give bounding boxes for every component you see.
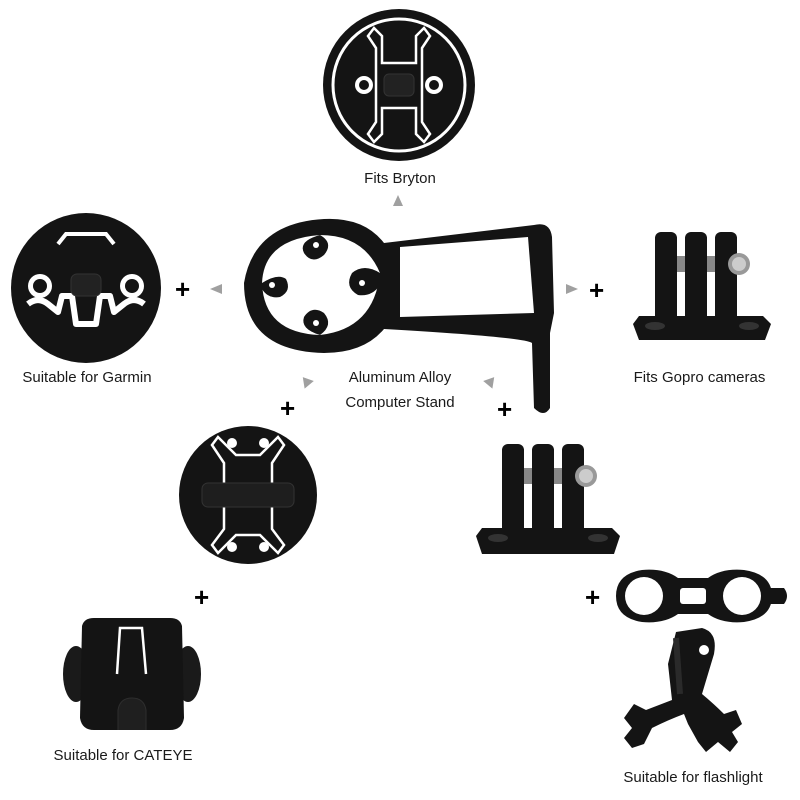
stand-label-line2: Computer Stand (345, 394, 455, 411)
arrow-left-icon (210, 284, 222, 294)
plus-icon: + (589, 275, 605, 305)
cateye-bracket-image (63, 618, 201, 730)
arrow-up-icon (393, 195, 403, 206)
bryton-label: Fits Bryton (364, 170, 436, 187)
bryton-mount-image (323, 9, 475, 161)
plus-icon: + (585, 582, 601, 612)
computer-stand-image (244, 218, 554, 413)
gopro-label: Fits Gopro cameras (633, 369, 766, 386)
cateye-label: Suitable for CATEYE (53, 747, 193, 764)
garmin-mount-image (11, 213, 161, 363)
plus-icon: + (175, 274, 191, 304)
gopro-adapter-image (633, 232, 771, 340)
gopro-adapter-2-image (476, 444, 620, 554)
cateye-adapter-disc-image (179, 426, 317, 564)
flashlight-label: Suitable for flashlight (623, 769, 763, 786)
plus-icon: + (194, 582, 210, 612)
flashlight-clamp-image (624, 628, 742, 752)
stand-label-line1: Aluminum Alloy (348, 369, 452, 386)
flashlight-strap-image (616, 569, 787, 623)
garmin-label: Suitable for Garmin (22, 369, 152, 386)
arrow-right-icon (566, 284, 578, 294)
plus-icon: + (280, 393, 296, 423)
plus-icon: + (497, 394, 513, 424)
